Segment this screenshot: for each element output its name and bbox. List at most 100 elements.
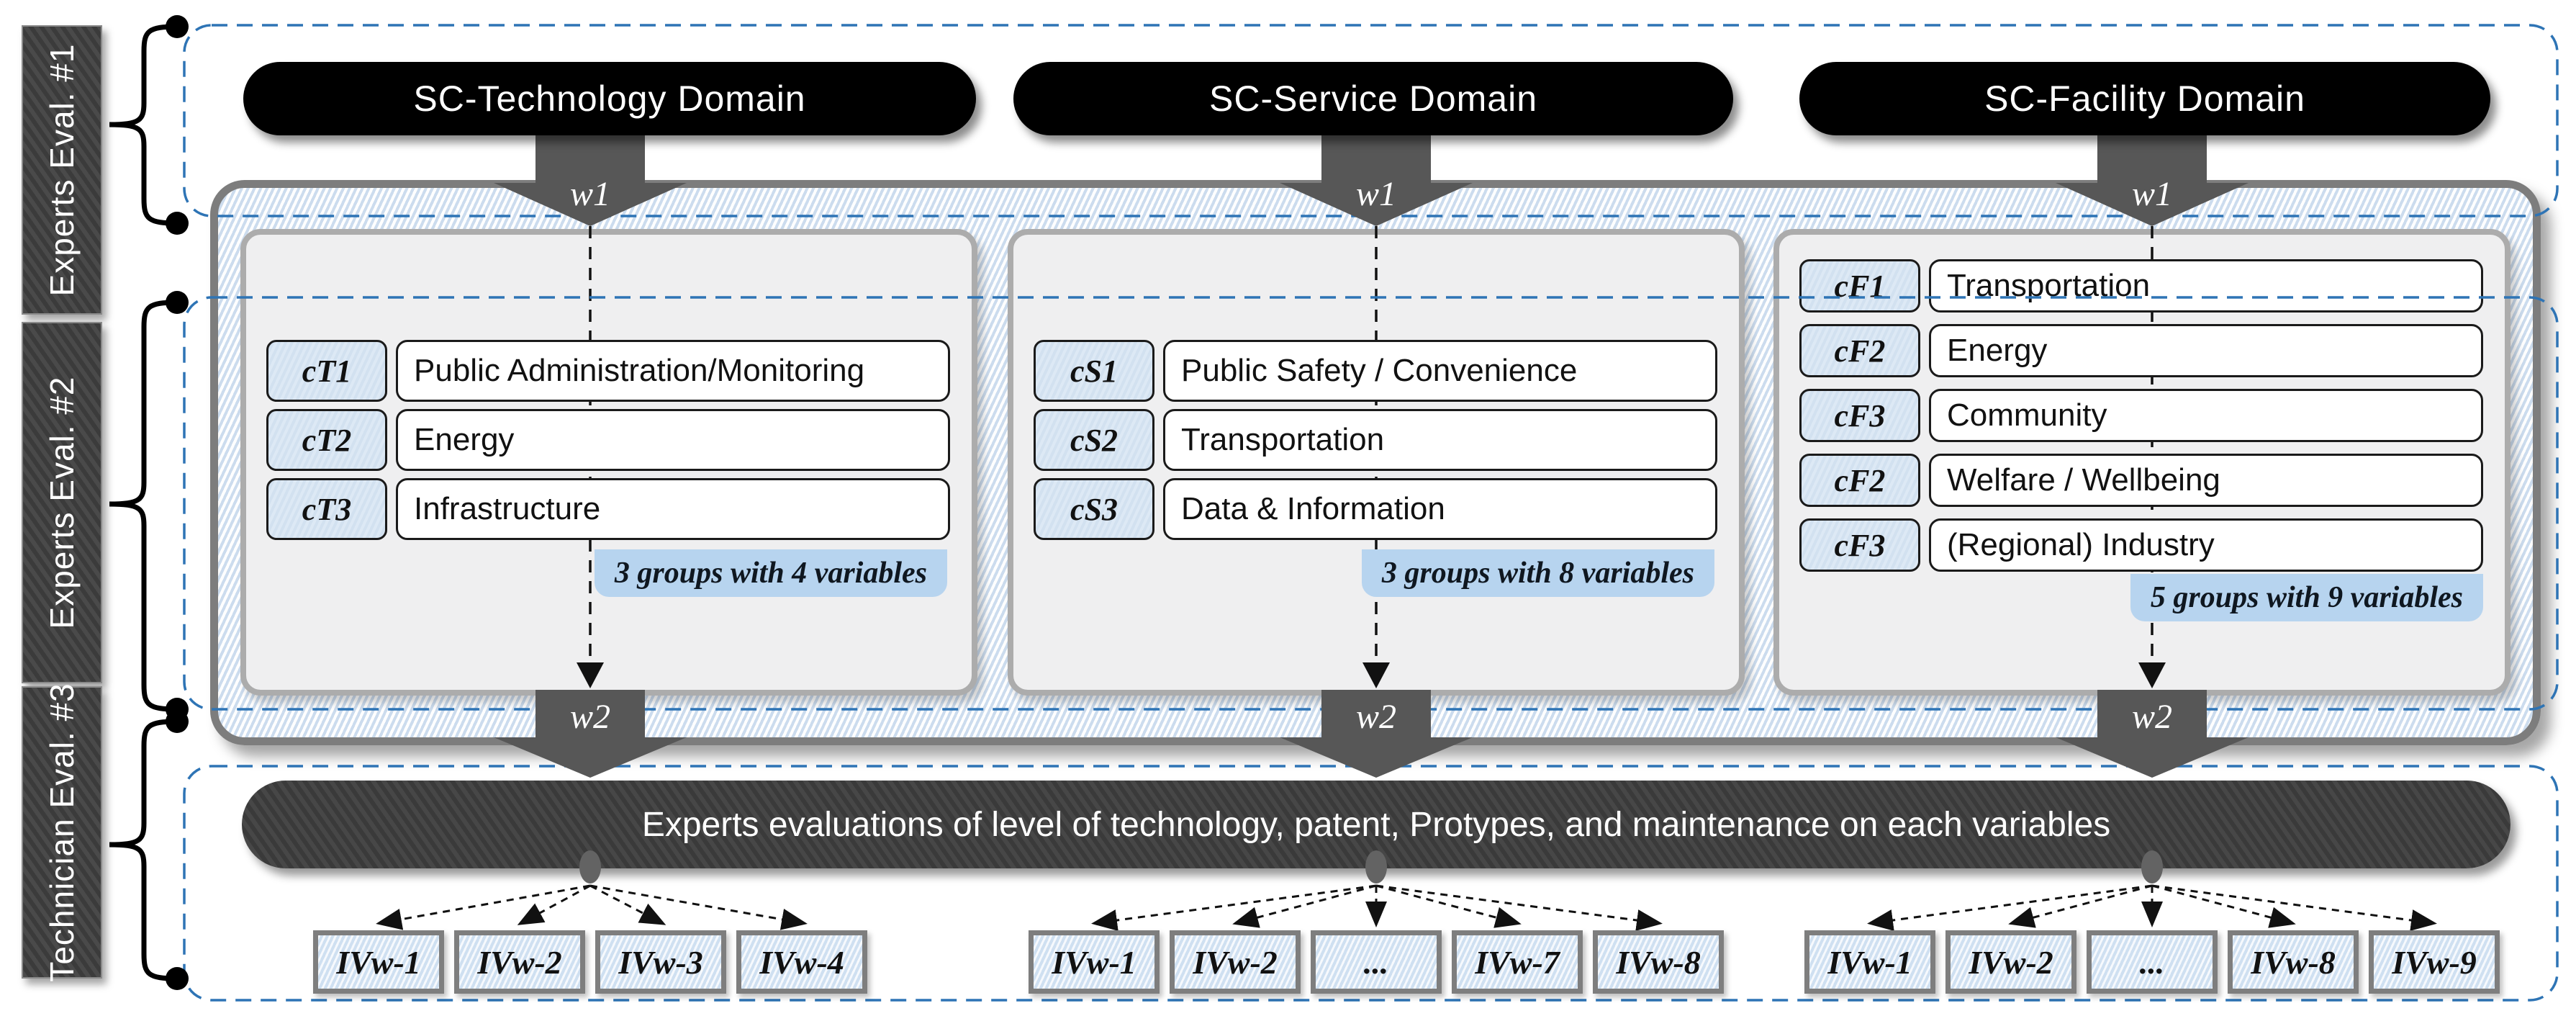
header-technology-domain: SC-Technology Domain bbox=[243, 62, 976, 135]
variable-group-box: Welfare / Wellbeing bbox=[1929, 454, 2483, 507]
iv-weight-box: IVw-3 bbox=[595, 930, 726, 994]
fan-arrow bbox=[1375, 884, 1663, 931]
down-arrowhead-icon bbox=[577, 662, 604, 688]
header-facility-domain: SC-Facility Domain bbox=[1799, 62, 2490, 135]
tag-pill: cT3 bbox=[266, 478, 387, 540]
tag-pill: cF1 bbox=[1799, 259, 1920, 313]
variable-group-box: Transportation bbox=[1929, 259, 2483, 313]
fan-arrow bbox=[1375, 884, 1522, 928]
iv-weight-box: IVw-4 bbox=[736, 930, 867, 994]
tag-pill: cS2 bbox=[1034, 409, 1154, 471]
variable-group-box: Transportation bbox=[1163, 409, 1717, 471]
sidebar-label: Experts Eval. #1 bbox=[43, 43, 81, 297]
iv-weight-box-ellipsis: ... bbox=[1311, 930, 1442, 994]
variable-row: cF2 Energy bbox=[1799, 324, 2483, 377]
fan-arrow bbox=[1091, 884, 1377, 931]
variable-group-box: Public Administration/Monitoring bbox=[396, 340, 950, 402]
iv-weight-box: IVw-1 bbox=[1029, 930, 1160, 994]
brace-endpoint-dot bbox=[166, 710, 189, 733]
variable-row: cF3 Community bbox=[1799, 389, 2483, 442]
group-count-badge: 3 groups with 8 variables bbox=[1361, 549, 1714, 597]
variable-row: cS1 Public Safety / Convenience bbox=[1034, 340, 1717, 402]
w2-arrow-technology bbox=[494, 690, 687, 778]
experts-evaluation-bar: Experts evaluations of level of technolo… bbox=[242, 781, 2511, 868]
w2-label: w2 bbox=[2131, 698, 2172, 736]
iv-weight-box: IVw-1 bbox=[313, 930, 444, 994]
variable-row: cT1 Public Administration/Monitoring bbox=[266, 340, 950, 402]
brace-eval-2 bbox=[109, 300, 180, 712]
variable-row: cS2 Transportation bbox=[1034, 409, 1717, 471]
tag-pill: cF3 bbox=[1799, 389, 1920, 442]
variable-group-box: Community bbox=[1929, 389, 2483, 442]
variable-group-box: Energy bbox=[1929, 324, 2483, 377]
w2-arrow-facility bbox=[2056, 690, 2249, 778]
iv-weight-box: IVw-1 bbox=[1804, 930, 1935, 994]
variable-row: cT3 Infrastructure bbox=[266, 478, 950, 540]
tag-pill: cS1 bbox=[1034, 340, 1154, 402]
fan-arrow bbox=[2008, 884, 2153, 928]
tag-pill: cT2 bbox=[266, 409, 387, 471]
brace-endpoint-dot bbox=[166, 15, 189, 38]
tag-pill: cF3 bbox=[1799, 518, 1920, 572]
w1-arrow-technology bbox=[494, 135, 687, 226]
iv-weight-box: IVw-2 bbox=[1170, 930, 1301, 994]
variable-group-box: Data & Information bbox=[1163, 478, 1717, 540]
iv-weight-box: IVw-2 bbox=[454, 930, 585, 994]
down-arrowhead-icon bbox=[1362, 662, 1390, 688]
variable-row: cF3 (Regional) Industry bbox=[1799, 518, 2483, 572]
variable-row: cF1 Transportation bbox=[1799, 259, 2483, 313]
iv-weight-box: IVw-8 bbox=[1593, 930, 1724, 994]
fan-arrow bbox=[1867, 884, 2153, 931]
header-service-domain: SC-Service Domain bbox=[1013, 62, 1733, 135]
tag-pill: cF2 bbox=[1799, 324, 1920, 377]
w1-label: w1 bbox=[2131, 175, 2172, 213]
iv-weight-box: IVw-9 bbox=[2369, 930, 2500, 994]
brace-endpoint-dot bbox=[166, 291, 189, 314]
w2-arrow-service bbox=[1280, 690, 1473, 778]
w1-label: w1 bbox=[569, 175, 610, 213]
sidebar-technician-eval-3: Technician Eval. #3 bbox=[22, 683, 102, 982]
iv-weight-box: IVw-8 bbox=[2228, 930, 2359, 994]
iv-weight-box: IVw-7 bbox=[1452, 930, 1583, 994]
brace-eval-1 bbox=[109, 24, 180, 226]
group-count-badge: 5 groups with 9 variables bbox=[2130, 574, 2483, 621]
fan-arrow bbox=[517, 884, 591, 925]
sidebar-label: Experts Eval. #2 bbox=[43, 376, 81, 629]
w1-arrow-facility bbox=[2056, 135, 2249, 226]
region-experts-eval-1 bbox=[183, 24, 2559, 217]
sidebar-experts-eval-2: Experts Eval. #2 bbox=[22, 322, 102, 683]
down-arrowhead-icon bbox=[2138, 662, 2166, 688]
variable-group-box: Public Safety / Convenience bbox=[1163, 340, 1717, 402]
tag-pill: cF2 bbox=[1799, 454, 1920, 507]
fan-arrow bbox=[589, 884, 808, 930]
fan-arrow bbox=[2151, 884, 2437, 931]
brace-eval-3 bbox=[109, 719, 180, 981]
tag-pill: cT1 bbox=[266, 340, 387, 402]
iv-weight-box-ellipsis: ... bbox=[2087, 930, 2218, 994]
connector-nub bbox=[1365, 850, 1387, 884]
tag-pill: cS3 bbox=[1034, 478, 1154, 540]
iv-weight-box: IVw-2 bbox=[1945, 930, 2076, 994]
variable-row: cS3 Data & Information bbox=[1034, 478, 1717, 540]
variable-group-box: Energy bbox=[396, 409, 950, 471]
brace-endpoint-dot bbox=[166, 212, 189, 235]
group-count-badge: 3 groups with 4 variables bbox=[594, 549, 947, 597]
sidebar-experts-eval-1: Experts Eval. #1 bbox=[22, 25, 102, 315]
variable-row: cF2 Welfare / Wellbeing bbox=[1799, 454, 2483, 507]
brace-endpoint-dot bbox=[166, 967, 189, 990]
w2-label: w2 bbox=[1355, 698, 1396, 736]
fan-arrow bbox=[589, 884, 666, 925]
w1-arrow-service bbox=[1280, 135, 1473, 226]
variable-row: cT2 Energy bbox=[266, 409, 950, 471]
connector-nub bbox=[579, 850, 601, 884]
fan-arrow bbox=[1232, 884, 1377, 928]
connector-nub bbox=[2141, 850, 2163, 884]
w1-label: w1 bbox=[1355, 175, 1396, 213]
fan-arrow bbox=[376, 884, 591, 930]
fan-arrow bbox=[2151, 884, 2296, 928]
variable-group-box: Infrastructure bbox=[396, 478, 950, 540]
variable-group-box: (Regional) Industry bbox=[1929, 518, 2483, 572]
sidebar-label: Technician Eval. #3 bbox=[43, 683, 81, 982]
